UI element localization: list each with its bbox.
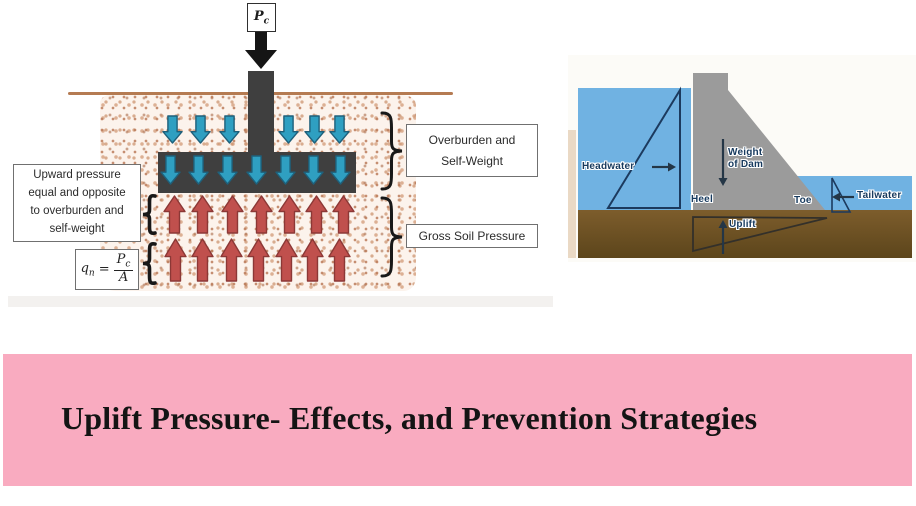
toe-label: Toe bbox=[794, 195, 812, 206]
down-arrow-icon bbox=[328, 115, 350, 144]
net-pressure-formula-box: qn = Pc A bbox=[75, 249, 139, 290]
weight-arrowhead-icon bbox=[718, 178, 728, 186]
headwater-body bbox=[578, 88, 691, 210]
down-arrow-icon bbox=[159, 155, 181, 185]
down-arrow-icon bbox=[329, 155, 351, 185]
weight-of-dam-label: Weight of Dam bbox=[728, 147, 764, 170]
overburden-label-line: Overburden and bbox=[428, 133, 516, 148]
down-arrow-icon bbox=[161, 115, 183, 144]
column-load-label-box: Pc bbox=[247, 3, 276, 32]
annotation-arrows bbox=[652, 139, 854, 254]
right-curly-brace-icon bbox=[380, 196, 403, 278]
load-symbol: Pc bbox=[253, 8, 270, 27]
column bbox=[248, 71, 274, 157]
down-arrow-icon bbox=[277, 115, 299, 144]
uplift-pressure-triangle bbox=[692, 216, 828, 253]
tailwater-label: Tailwater bbox=[857, 190, 902, 201]
up-arrow-icon bbox=[246, 238, 270, 282]
up-arrow-icon bbox=[304, 195, 328, 234]
down-arrow-icon bbox=[274, 155, 296, 185]
title-banner: Uplift Pressure- Effects, and Prevention… bbox=[3, 354, 912, 486]
up-arrow-icon bbox=[190, 195, 214, 234]
up-arrow-icon bbox=[162, 195, 186, 234]
headwater-pressure-triangle bbox=[606, 86, 681, 209]
upward-label-line: equal and opposite bbox=[28, 187, 126, 200]
upward-label-line: Upward pressure bbox=[33, 169, 121, 182]
page-title: Uplift Pressure- Effects, and Prevention… bbox=[61, 399, 758, 436]
up-arrow-icon bbox=[190, 238, 214, 282]
overburden-label-line: Self-Weight bbox=[441, 153, 503, 168]
headwater-arrowhead-icon bbox=[668, 162, 676, 172]
dam-image-left-edge bbox=[568, 130, 576, 258]
up-arrow-icon bbox=[331, 195, 355, 234]
up-arrow-icon bbox=[220, 195, 244, 234]
overburden-label-box: Overburden and Self-Weight bbox=[406, 124, 538, 177]
left-curly-brace-icon bbox=[142, 193, 157, 236]
up-arrow-icon bbox=[277, 195, 301, 234]
down-arrow-icon bbox=[216, 155, 238, 185]
dam-body-shape bbox=[693, 73, 825, 210]
down-arrow-icon bbox=[189, 115, 211, 144]
soil-fade-band bbox=[8, 296, 553, 307]
left-curly-brace-icon bbox=[142, 241, 157, 286]
tailwater-arrowhead-icon bbox=[832, 192, 840, 202]
dam-annotations bbox=[606, 86, 854, 254]
down-arrow-icon bbox=[245, 155, 267, 185]
right-curly-brace-icon bbox=[380, 111, 403, 191]
applied-load-arrow-icon bbox=[245, 30, 277, 69]
foundation-diagram: Pc Overburden and Self-Weight Gross Soil… bbox=[0, 0, 570, 340]
uplift-arrowhead-icon bbox=[718, 220, 728, 228]
down-arrow-icon bbox=[302, 155, 324, 185]
upward-label-line: self-weight bbox=[49, 222, 105, 235]
up-arrow-icon bbox=[274, 238, 298, 282]
gross-soil-pressure-label-box: Gross Soil Pressure bbox=[406, 224, 538, 248]
up-arrow-icon bbox=[163, 238, 187, 282]
net-pressure-formula: qn = Pc A bbox=[76, 252, 138, 286]
up-arrow-icon bbox=[300, 238, 324, 282]
headwater-label: Headwater bbox=[582, 161, 635, 172]
upward-pressure-label-box: Upward pressure equal and opposite to ov… bbox=[13, 164, 141, 242]
uplift-label: Uplift bbox=[729, 219, 756, 230]
dam-cross-section bbox=[693, 73, 825, 210]
upward-label-line: to overburden and bbox=[30, 205, 124, 217]
down-arrow-icon bbox=[303, 115, 325, 144]
down-arrow-icon bbox=[218, 115, 240, 144]
up-arrow-icon bbox=[249, 195, 273, 234]
up-arrow-icon bbox=[219, 238, 243, 282]
gross-soil-pressure-label: Gross Soil Pressure bbox=[418, 228, 526, 243]
down-arrow-icon bbox=[187, 155, 209, 185]
heel-label: Heel bbox=[691, 194, 713, 205]
dam-diagram: Headwater Weight of Dam Heel Toe Tailwat… bbox=[568, 55, 916, 262]
up-arrow-icon bbox=[327, 238, 351, 282]
tailwater-pressure-triangle bbox=[831, 177, 852, 213]
